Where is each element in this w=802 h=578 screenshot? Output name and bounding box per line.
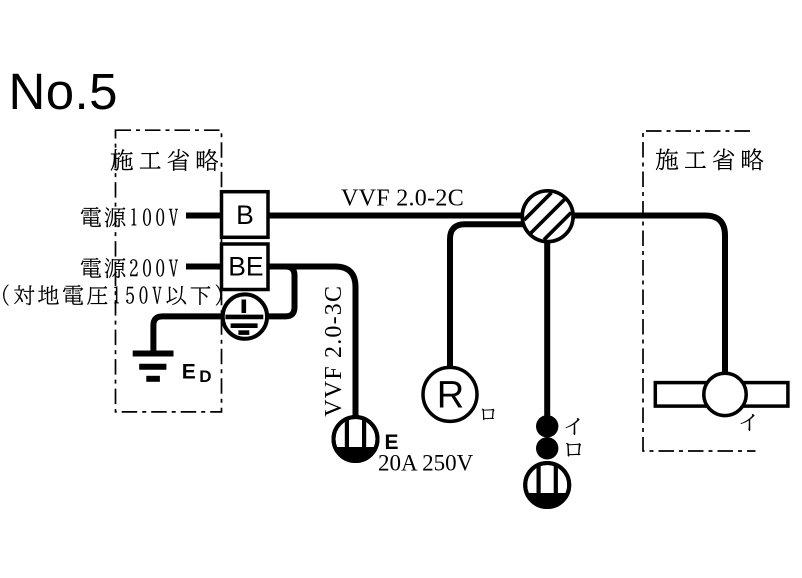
left-omission-label: [110, 148, 219, 171]
switch-top-circuit-label: [565, 417, 580, 436]
earth-terminal-symbol: [220, 292, 270, 341]
wall-outlet-symbol: [523, 461, 572, 509]
ground-label-d: D: [199, 367, 211, 386]
switch-top-circuit-label-glyphs: [565, 417, 580, 436]
junction-box-symbol: [520, 188, 575, 244]
voltage-note-label-glyphs: [3, 284, 222, 306]
switch-bottom-symbol: [536, 437, 559, 460]
outlet-20a-250v-symbol: [331, 415, 380, 463]
cable-label-top: VVF 2.0-2C: [341, 186, 464, 212]
voltage-note-label: [3, 284, 222, 306]
leakage-breaker-box: [219, 242, 270, 292]
right-omission-box: [642, 130, 756, 452]
fluorescent-light-symbol: [653, 371, 790, 418]
light-circuit-label-glyphs: [740, 413, 755, 432]
cable-label-branch: VVF 2.0-3C: [321, 285, 347, 417]
leakage-breaker-label: BE: [228, 252, 263, 282]
ground-electrode-symbol: [132, 350, 174, 382]
hatch-line: [529, 198, 566, 235]
wire-earth-tee: [246, 263, 298, 320]
wire-earth-ground: [150, 313, 224, 351]
light-circuit-label: [740, 413, 755, 432]
wire-200v-outlet: [266, 263, 359, 421]
breaker-label: B: [236, 200, 254, 230]
ground-label-e: E: [182, 361, 196, 384]
switch-bottom-circuit-label-glyphs: [565, 442, 581, 457]
lamp-receptacle-label: R: [437, 375, 464, 417]
right-omission-label: [655, 148, 764, 171]
source-200v-label: [80, 257, 179, 279]
fluorescent-circle: [702, 371, 748, 418]
switch-bottom-circuit-label: [565, 442, 581, 457]
source-100v-label-glyphs: [80, 206, 179, 228]
lamp-receptacle-symbol: [421, 365, 479, 424]
switch-top-symbol: [536, 415, 559, 438]
wire-junction-lamp: [447, 221, 523, 370]
wire-main-100v: [266, 212, 728, 376]
outlet-rating-label: 20A 250V: [378, 451, 474, 476]
right-omission-label-glyphs: [655, 148, 764, 171]
hatch-line: [522, 191, 553, 222]
breaker-box: [219, 189, 270, 240]
outlet-circle-outline: [523, 461, 572, 509]
hatch-line: [542, 211, 573, 242]
left-omission-label-glyphs: [110, 148, 219, 171]
source-100v-label: [80, 206, 179, 228]
outlet-earth-label: E: [385, 431, 399, 454]
lamp-receptacle-circuit-label: [481, 408, 495, 421]
lamp-receptacle-circuit-label-glyphs: [481, 408, 495, 421]
source-200v-label-glyphs: [80, 257, 179, 279]
outlet-circle-outline: [331, 415, 380, 463]
junction-box-hatching: [522, 191, 573, 242]
page-title: No.5: [9, 63, 118, 120]
left-omission-box: [114, 129, 223, 413]
